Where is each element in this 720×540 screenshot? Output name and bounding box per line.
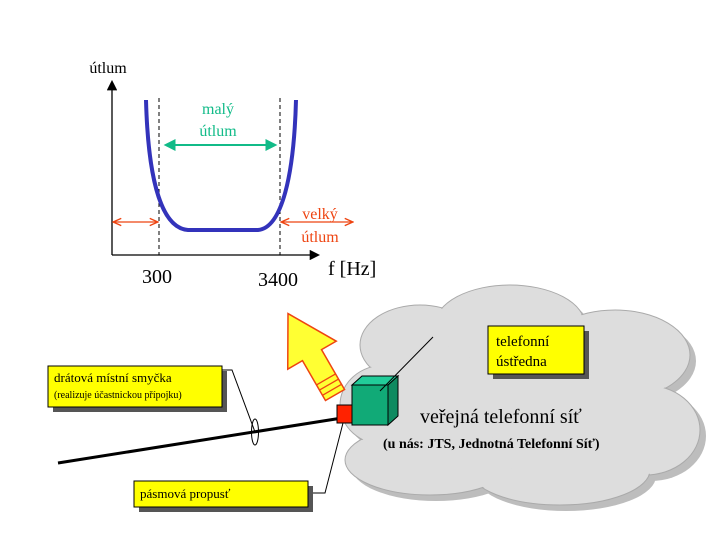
attenuation-curve xyxy=(144,99,298,232)
passband-label-line2: útlum xyxy=(199,123,237,140)
exchange-cube xyxy=(350,374,400,427)
filter-box xyxy=(336,404,353,424)
network-title: veřejná telefonní síť xyxy=(420,406,582,428)
network-subtitle: (u nás: JTS, Jednotná Telefonní Síť) xyxy=(383,437,600,452)
filter-label-box: pásmová propusť xyxy=(133,480,313,512)
y-axis-label: útlum xyxy=(89,60,127,77)
loop-callout-line xyxy=(222,369,256,433)
exchange-label-box: telefonní ústředna xyxy=(487,325,589,379)
x-axis-label: f [Hz] xyxy=(328,258,376,280)
exchange-label-line2: ústředna xyxy=(496,354,547,370)
loop-label-box: drátová místní smyčka (realizuje účastni… xyxy=(47,365,227,412)
passband-label-line1: malý xyxy=(202,101,234,118)
filter-callout-line xyxy=(313,422,344,494)
stopband-label-line2: útlum xyxy=(301,229,339,246)
filter-label: pásmová propusť xyxy=(140,486,231,501)
loop-label-line1: drátová místní smyčka xyxy=(54,370,172,385)
stopband-label-line1: velký xyxy=(302,206,338,223)
exchange-callout-line xyxy=(379,336,434,392)
tick-300: 300 xyxy=(142,266,172,288)
network-cloud xyxy=(339,284,706,511)
zoom-arrow xyxy=(286,312,346,402)
loop-label-line2: (realizuje účastnickou přípojku) xyxy=(54,390,182,401)
attenuation-graph: útlum f [Hz] 300 3400 malý útlum velký ú… xyxy=(89,60,376,291)
tick-3400: 3400 xyxy=(258,269,298,291)
line-marker-ellipse xyxy=(251,418,259,446)
subscriber-line xyxy=(57,416,343,465)
exchange-label-line1: telefonní xyxy=(496,334,549,350)
